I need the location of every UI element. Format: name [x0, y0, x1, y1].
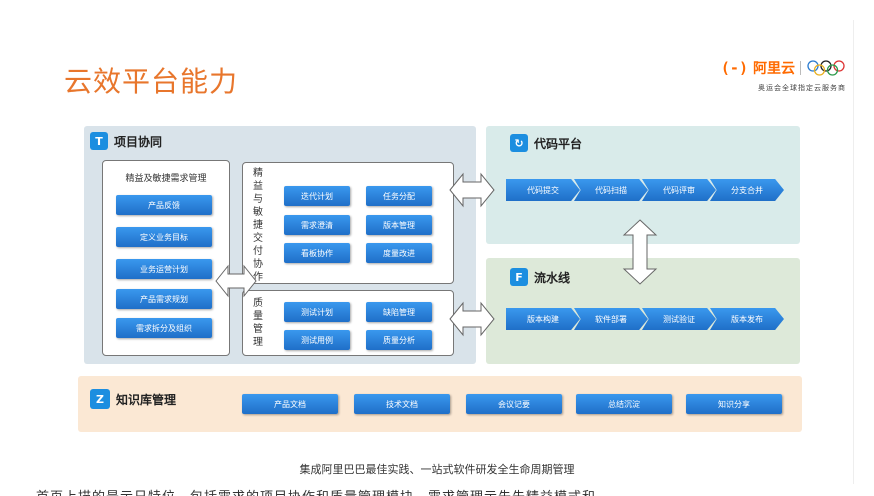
- quality-item[interactable]: 质量分析: [366, 330, 432, 350]
- cut-off-text: 首页上描的是示日特位，包括需求的项目协作和质量管理模块，需求管理示先先精益模式和: [36, 486, 596, 496]
- pipeline-step[interactable]: 测试验证: [642, 308, 716, 330]
- project-header: T 项目协同: [90, 132, 162, 150]
- knowledge-header: Z 知识库管理: [90, 389, 176, 409]
- code-step[interactable]: 代码扫描: [574, 179, 648, 201]
- knowledge-item[interactable]: 知识分享: [686, 394, 782, 414]
- quality-label: 质量管理: [253, 298, 263, 348]
- code-step[interactable]: 分支合并: [710, 179, 784, 201]
- code-refresh-icon: ↻: [510, 134, 528, 152]
- req-item[interactable]: 需求拆分及组织: [116, 318, 212, 338]
- code-label: 代码平台: [534, 136, 583, 151]
- pipeline-step[interactable]: 版本构建: [506, 308, 580, 330]
- req-item[interactable]: 产品反馈: [116, 195, 212, 215]
- req-item[interactable]: 产品需求规划: [116, 289, 212, 309]
- knowledge-item[interactable]: 会议记要: [466, 394, 562, 414]
- code-header: ↻ 代码平台: [510, 134, 582, 152]
- pipeline-step[interactable]: 版本发布: [710, 308, 784, 330]
- aliyun-mark-icon: (-): [720, 59, 748, 77]
- project-label: 项目协同: [114, 134, 163, 149]
- olympic-rings-icon: [807, 60, 845, 76]
- agile-item[interactable]: 度量改进: [366, 243, 432, 263]
- agile-item[interactable]: 看板协作: [284, 243, 350, 263]
- project-t-icon: T: [90, 132, 108, 150]
- logo-divider: [800, 61, 801, 75]
- pipeline-header: F 流水线: [510, 268, 570, 286]
- knowledge-item[interactable]: 技术文档: [354, 394, 450, 414]
- double-arrow-horizontal-icon: [449, 172, 495, 208]
- quality-item[interactable]: 缺陷管理: [366, 302, 432, 322]
- pipeline-step[interactable]: 软件部署: [574, 308, 648, 330]
- logo-name: 阿里云: [753, 61, 795, 77]
- req-item[interactable]: 业务运营计划: [116, 259, 212, 279]
- double-arrow-horizontal-icon: [215, 264, 257, 298]
- quality-item[interactable]: 测试用例: [284, 330, 350, 350]
- knowledge-label: 知识库管理: [116, 392, 177, 407]
- double-arrow-vertical-icon: [622, 219, 658, 285]
- code-step[interactable]: 代码提交: [506, 179, 580, 201]
- logo-subtitle: 奥运会全球指定云服务商: [758, 84, 846, 92]
- req-item[interactable]: 定义业务目标: [116, 227, 212, 247]
- knowledge-z-icon: Z: [90, 389, 110, 409]
- page-title: 云效平台能力: [64, 65, 239, 98]
- quality-item[interactable]: 测试计划: [284, 302, 350, 322]
- agile-item[interactable]: 版本管理: [366, 215, 432, 235]
- code-step[interactable]: 代码评审: [642, 179, 716, 201]
- caption: 集成阿里巴巴最佳实践、一站式软件研发全生命周期管理: [299, 463, 575, 476]
- requirements-title: 精益及敏捷需求管理: [125, 174, 207, 184]
- agile-label: 精益与敏捷交付协作: [253, 168, 263, 283]
- double-arrow-horizontal-icon: [449, 301, 495, 337]
- agile-item[interactable]: 任务分配: [366, 186, 432, 206]
- aliyun-logo: (-) 阿里云 奥运会全球指定云服务商: [721, 58, 846, 93]
- knowledge-item[interactable]: 产品文档: [242, 394, 338, 414]
- agile-item[interactable]: 需求澄清: [284, 215, 350, 235]
- knowledge-item[interactable]: 总结沉淀: [576, 394, 672, 414]
- pipeline-label: 流水线: [534, 270, 571, 285]
- pipeline-f-icon: F: [510, 268, 528, 286]
- agile-item[interactable]: 迭代计划: [284, 186, 350, 206]
